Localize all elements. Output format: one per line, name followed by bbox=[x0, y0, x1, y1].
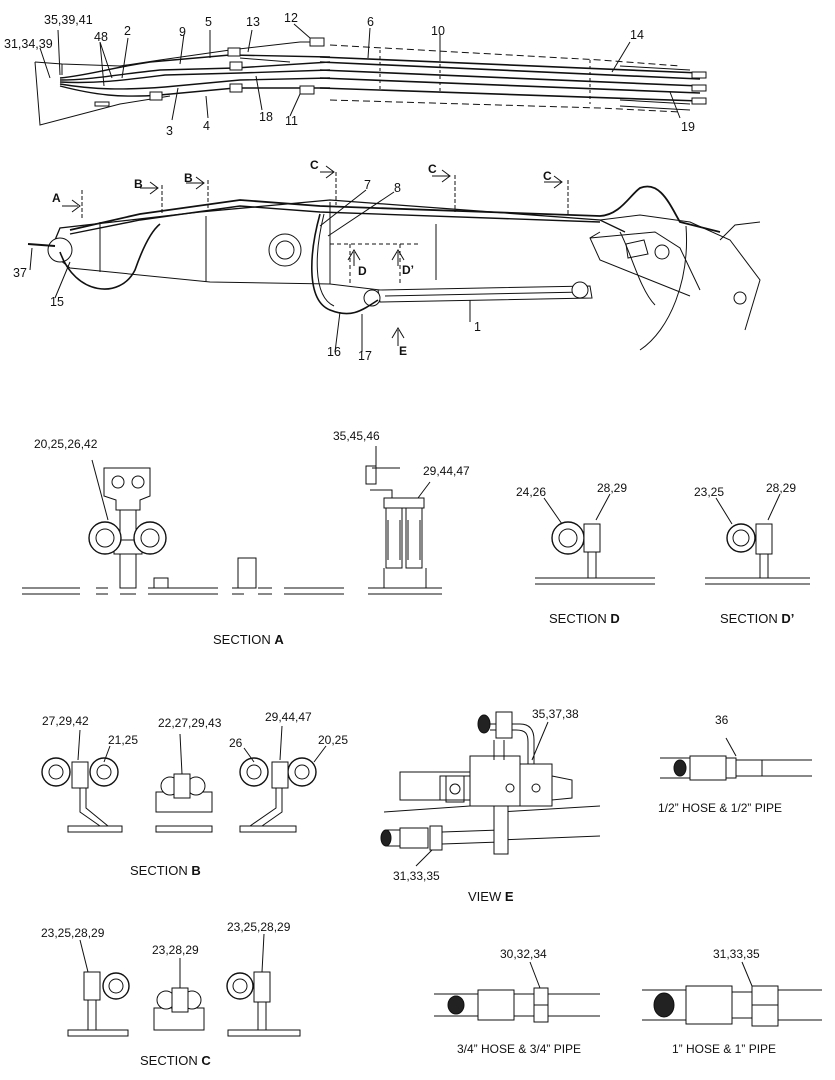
caption-view-e: VIEW E bbox=[468, 889, 514, 904]
callout-21-25: 21,25 bbox=[108, 733, 139, 747]
callout-2: 2 bbox=[124, 24, 131, 38]
callout-9: 9 bbox=[179, 25, 186, 39]
section-marker-c2: C bbox=[428, 162, 437, 176]
section-marker-c1: C bbox=[310, 158, 319, 172]
callout-11: 11 bbox=[285, 114, 298, 128]
callout-18: 18 bbox=[259, 110, 273, 124]
callout-24-26: 24,26 bbox=[516, 485, 547, 499]
callout-15: 15 bbox=[50, 295, 64, 309]
callout-6: 6 bbox=[367, 15, 374, 29]
callout-20-25-26-42: 20,25,26,42 bbox=[34, 437, 98, 451]
callout-23-25-28-29-c2: 23,25,28,29 bbox=[227, 920, 291, 934]
caption-section-b: SECTION B bbox=[130, 863, 201, 878]
callout-12: 12 bbox=[284, 11, 298, 25]
callout-35-45-46: 35,45,46 bbox=[333, 429, 380, 443]
callout-29-44-47: 29,44,47 bbox=[423, 464, 470, 478]
callout-35-39-41: 35,39,41 bbox=[44, 13, 93, 27]
callout-13: 13 bbox=[246, 15, 260, 29]
one-inch-hose-drawing bbox=[642, 961, 822, 1027]
half-inch-hose-drawing bbox=[660, 737, 812, 781]
callout-4: 4 bbox=[203, 119, 210, 133]
section-marker-e: E bbox=[399, 344, 408, 358]
section-marker-dprime: D’ bbox=[402, 263, 414, 277]
callout-20-25-b: 20,25 bbox=[318, 733, 349, 747]
section-marker-d: D bbox=[358, 264, 367, 278]
callout-30-32-34: 30,32,34 bbox=[500, 947, 547, 961]
callout-16: 16 bbox=[327, 345, 341, 359]
callout-19: 19 bbox=[681, 120, 695, 134]
three-quarter-hose-drawing bbox=[434, 961, 600, 1023]
callout-36: 36 bbox=[715, 713, 729, 727]
caption-three-quarter-hose: 3/4” HOSE & 3/4” PIPE bbox=[457, 1042, 582, 1056]
callout-26-b: 26 bbox=[229, 736, 243, 750]
callout-29-44-47-b: 29,44,47 bbox=[265, 710, 312, 724]
callout-48: 48 bbox=[94, 30, 108, 44]
section-d-drawing bbox=[535, 493, 655, 585]
callout-35-37-38: 35,37,38 bbox=[532, 707, 579, 721]
section-marker-b1: B bbox=[134, 177, 143, 191]
section-dprime-drawing bbox=[705, 493, 810, 585]
section-b-drawing bbox=[41, 725, 327, 833]
callout-31-33-35-e: 31,33,35 bbox=[393, 869, 440, 883]
side-view bbox=[27, 165, 761, 353]
top-plan-view bbox=[34, 23, 707, 126]
section-a-drawing bbox=[22, 446, 442, 595]
callout-27-29-42: 27,29,42 bbox=[42, 714, 89, 728]
callout-17: 17 bbox=[358, 349, 372, 363]
callout-7: 7 bbox=[364, 178, 371, 192]
section-marker-b2: B bbox=[184, 171, 193, 185]
callout-28-29-dprime: 28,29 bbox=[766, 481, 797, 495]
callout-23-25-dprime: 23,25 bbox=[694, 485, 725, 499]
caption-half-inch-hose: 1/2” HOSE & 1/2” PIPE bbox=[658, 801, 783, 815]
callout-31-34-39: 31,34,39 bbox=[4, 37, 53, 51]
callout-3: 3 bbox=[166, 124, 173, 138]
callout-22-27-29-43: 22,27,29,43 bbox=[158, 716, 222, 730]
view-e-drawing bbox=[380, 711, 601, 867]
section-c-drawing bbox=[67, 933, 301, 1037]
callout-10: 10 bbox=[431, 24, 445, 38]
callout-31-33-35-h: 31,33,35 bbox=[713, 947, 760, 961]
callout-23-25-28-29-c1: 23,25,28,29 bbox=[41, 926, 105, 940]
caption-section-d: SECTION D bbox=[549, 611, 620, 626]
caption-section-dprime: SECTION D’ bbox=[720, 611, 795, 626]
caption-section-a: SECTION A bbox=[213, 632, 284, 647]
section-marker-c3: C bbox=[543, 169, 552, 183]
callout-1: 1 bbox=[474, 320, 481, 334]
caption-section-c: SECTION C bbox=[140, 1053, 211, 1068]
caption-one-inch-hose: 1” HOSE & 1” PIPE bbox=[672, 1042, 777, 1056]
callout-23-28-29-c: 23,28,29 bbox=[152, 943, 199, 957]
callout-14: 14 bbox=[630, 28, 644, 42]
callout-5: 5 bbox=[205, 15, 212, 29]
callout-8: 8 bbox=[394, 181, 401, 195]
section-marker-a: A bbox=[52, 191, 61, 205]
callout-37: 37 bbox=[13, 266, 27, 280]
callout-28-29-d: 28,29 bbox=[597, 481, 628, 495]
